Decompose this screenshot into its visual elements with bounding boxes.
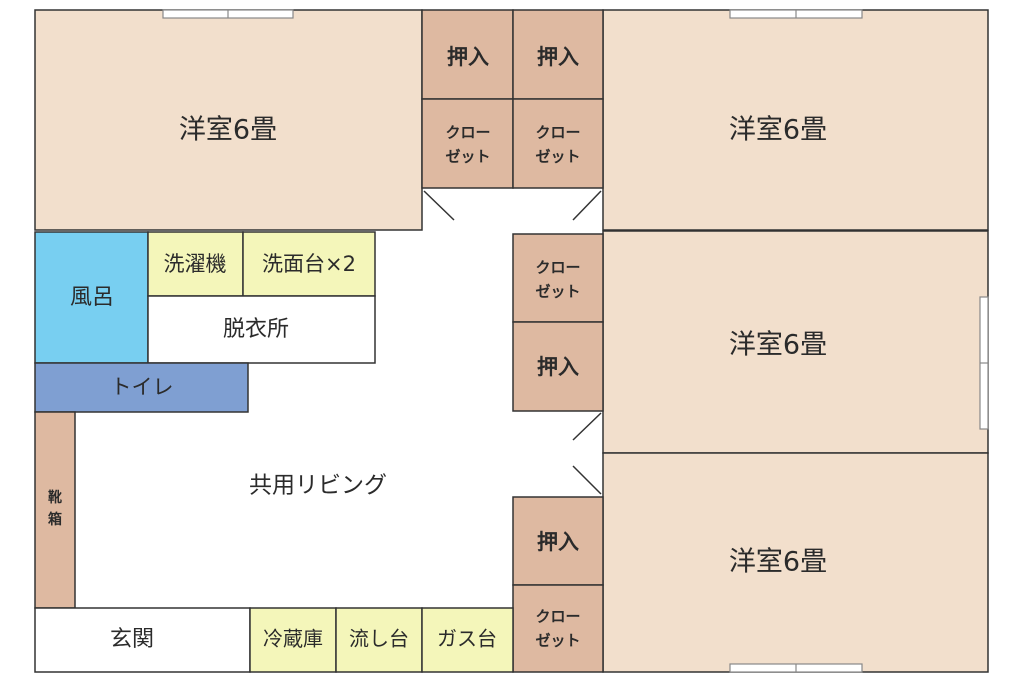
oshiire-top-right (512, 9, 604, 100)
room-western-e (602, 230, 989, 454)
label-western-e: 洋室6畳 (729, 330, 827, 361)
label-closet-top-right-2: ゼット (535, 148, 580, 166)
label-shoe-box-1: 靴 (48, 489, 62, 506)
label-sink: 流し台 (349, 627, 409, 651)
label-western-nw: 洋室6畳 (179, 115, 277, 146)
room-western-nw (34, 9, 423, 231)
room-entrance (34, 607, 251, 673)
window-marks (162, 9, 989, 673)
label-stove: ガス台 (437, 627, 497, 651)
label-oshiire-bottom: 押入 (537, 530, 579, 554)
closet-bottom (512, 584, 604, 673)
label-closet-mid-1: クロー (535, 259, 580, 277)
closet-top-right (512, 98, 604, 189)
room-western-ne (602, 9, 989, 231)
label-living: 共用リビング (249, 473, 387, 499)
room-dressing (147, 295, 376, 364)
label-closet-top-left-2: ゼット (445, 148, 490, 166)
label-closet-mid-2: ゼット (535, 283, 580, 301)
label-shoe-box-2: 箱 (48, 511, 62, 528)
label-washbasin: 洗面台×2 (262, 252, 356, 276)
fixture-stove (421, 607, 514, 673)
oshiire-bottom (512, 496, 604, 586)
fixture-washbasin (242, 231, 376, 297)
closet-mid (512, 233, 604, 323)
label-fridge: 冷蔵庫 (263, 627, 323, 651)
shoe-box (34, 411, 76, 609)
label-bath: 風呂 (70, 285, 114, 310)
label-oshiire-top-left: 押入 (447, 45, 489, 69)
label-washer: 洗濯機 (164, 252, 227, 276)
label-dressing: 脱衣所 (223, 317, 289, 342)
label-toilet: トイレ (111, 375, 174, 399)
label-oshiire-top-right: 押入 (537, 45, 579, 69)
label-entrance: 玄関 (110, 627, 154, 652)
room-toilet (34, 362, 249, 413)
fixture-washer (147, 231, 244, 297)
oshiire-mid (512, 321, 604, 412)
room-western-se (602, 452, 989, 673)
label-western-se: 洋室6畳 (729, 547, 827, 578)
label-closet-top-right-1: クロー (535, 124, 580, 142)
label-closet-bottom-2: ゼット (535, 632, 580, 650)
door-marks (423, 190, 602, 495)
label-closet-top-left-1: クロー (445, 124, 490, 142)
closet-top-left (421, 98, 514, 189)
label-western-ne: 洋室6畳 (729, 115, 827, 146)
label-oshiire-mid: 押入 (537, 355, 579, 379)
label-closet-bottom-1: クロー (535, 608, 580, 626)
fixture-sink (335, 607, 423, 673)
